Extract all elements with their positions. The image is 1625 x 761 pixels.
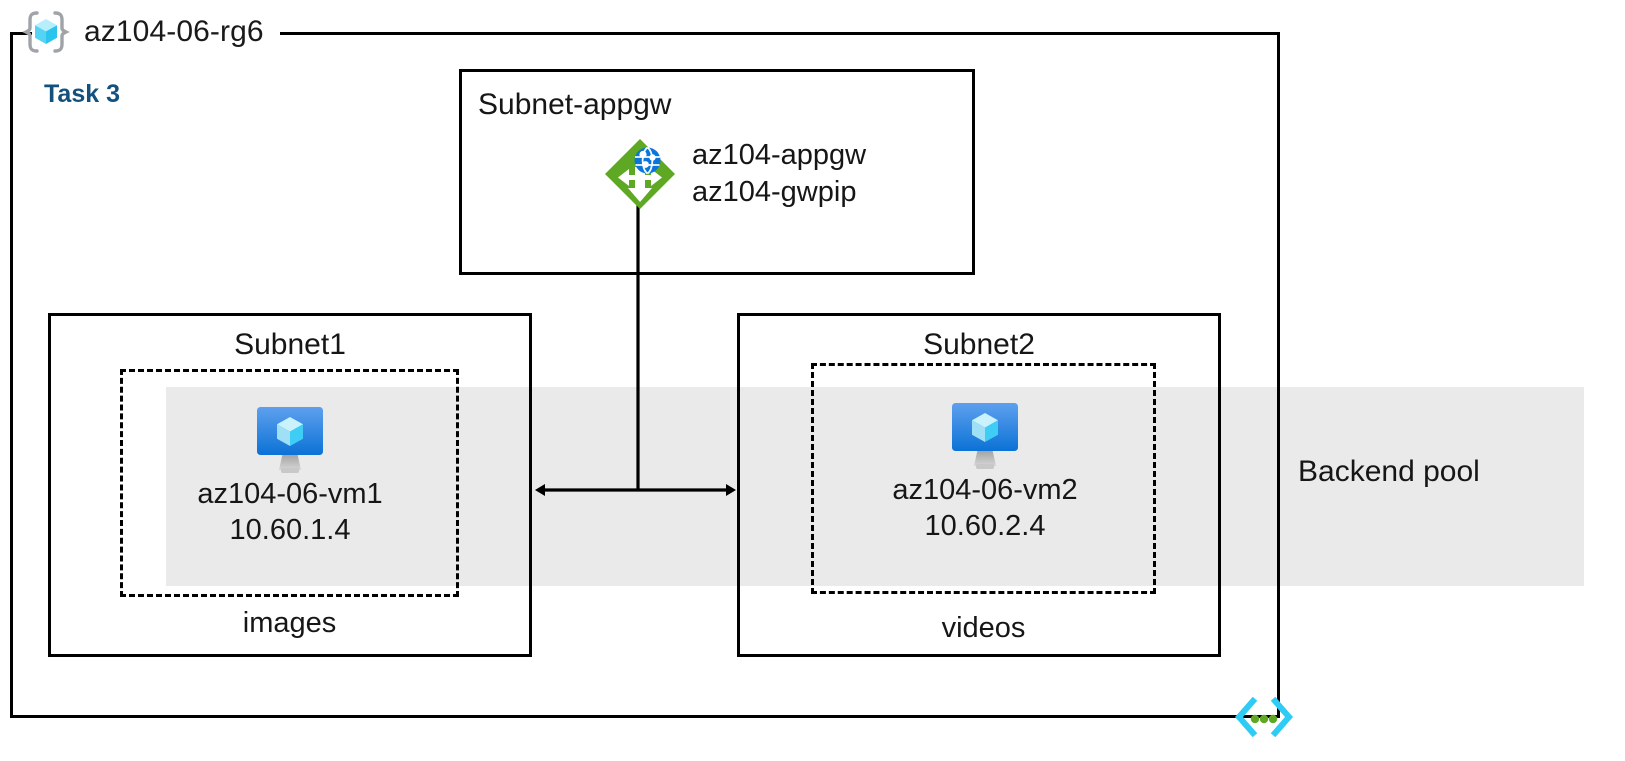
backend-pool-label: Backend pool — [1298, 455, 1480, 488]
subnet2-title: Subnet2 — [923, 328, 1035, 361]
vm2-name: az104-06-vm2 — [892, 474, 1078, 506]
vm2-ip: 10.60.2.4 — [924, 510, 1046, 542]
application-gateway-node: az104-appgw az104-gwpip — [602, 136, 866, 212]
virtual-machine-icon — [855, 396, 1115, 472]
vm1-name: az104-06-vm1 — [197, 478, 383, 510]
application-gateway-icon — [602, 136, 678, 212]
appgw-label-2: az104-gwpip — [692, 176, 857, 208]
subnet1-box: Subnet1 — [48, 313, 532, 657]
vm2-node: az104-06-vm2 10.60.2.4 — [855, 396, 1115, 544]
subnet-appgw-box: Subnet-appgw — [459, 69, 975, 275]
resource-group-header: az104-06-rg6 — [22, 2, 264, 62]
backend-pool-band — [166, 387, 1584, 586]
subnet-appgw-title: Subnet-appgw — [478, 88, 672, 121]
code-chevron-icon — [1233, 696, 1295, 738]
resource-group-border-top-left — [10, 32, 32, 35]
subnet1-vm-group — [120, 369, 459, 597]
subnet2-box: Subnet2 — [737, 313, 1221, 657]
vm1-node: az104-06-vm1 10.60.1.4 — [160, 400, 420, 548]
resource-group-name: az104-06-rg6 — [84, 15, 264, 48]
vm1-ip: 10.60.1.4 — [229, 514, 351, 546]
resource-group-icon — [22, 9, 70, 55]
subnet1-title: Subnet1 — [234, 328, 346, 361]
appgw-label-1: az104-appgw — [692, 139, 867, 171]
application-gateway-labels: az104-appgw az104-gwpip — [692, 137, 866, 211]
resource-group-border-top-right — [280, 32, 1280, 35]
subnet2-tier-label: videos — [941, 612, 1026, 644]
subnet2-vm-group — [811, 363, 1156, 594]
subnet1-tier-label: images — [242, 607, 337, 639]
task-label: Task 3 — [44, 80, 120, 108]
resource-group-frame — [10, 32, 1280, 718]
virtual-machine-icon — [160, 400, 420, 476]
